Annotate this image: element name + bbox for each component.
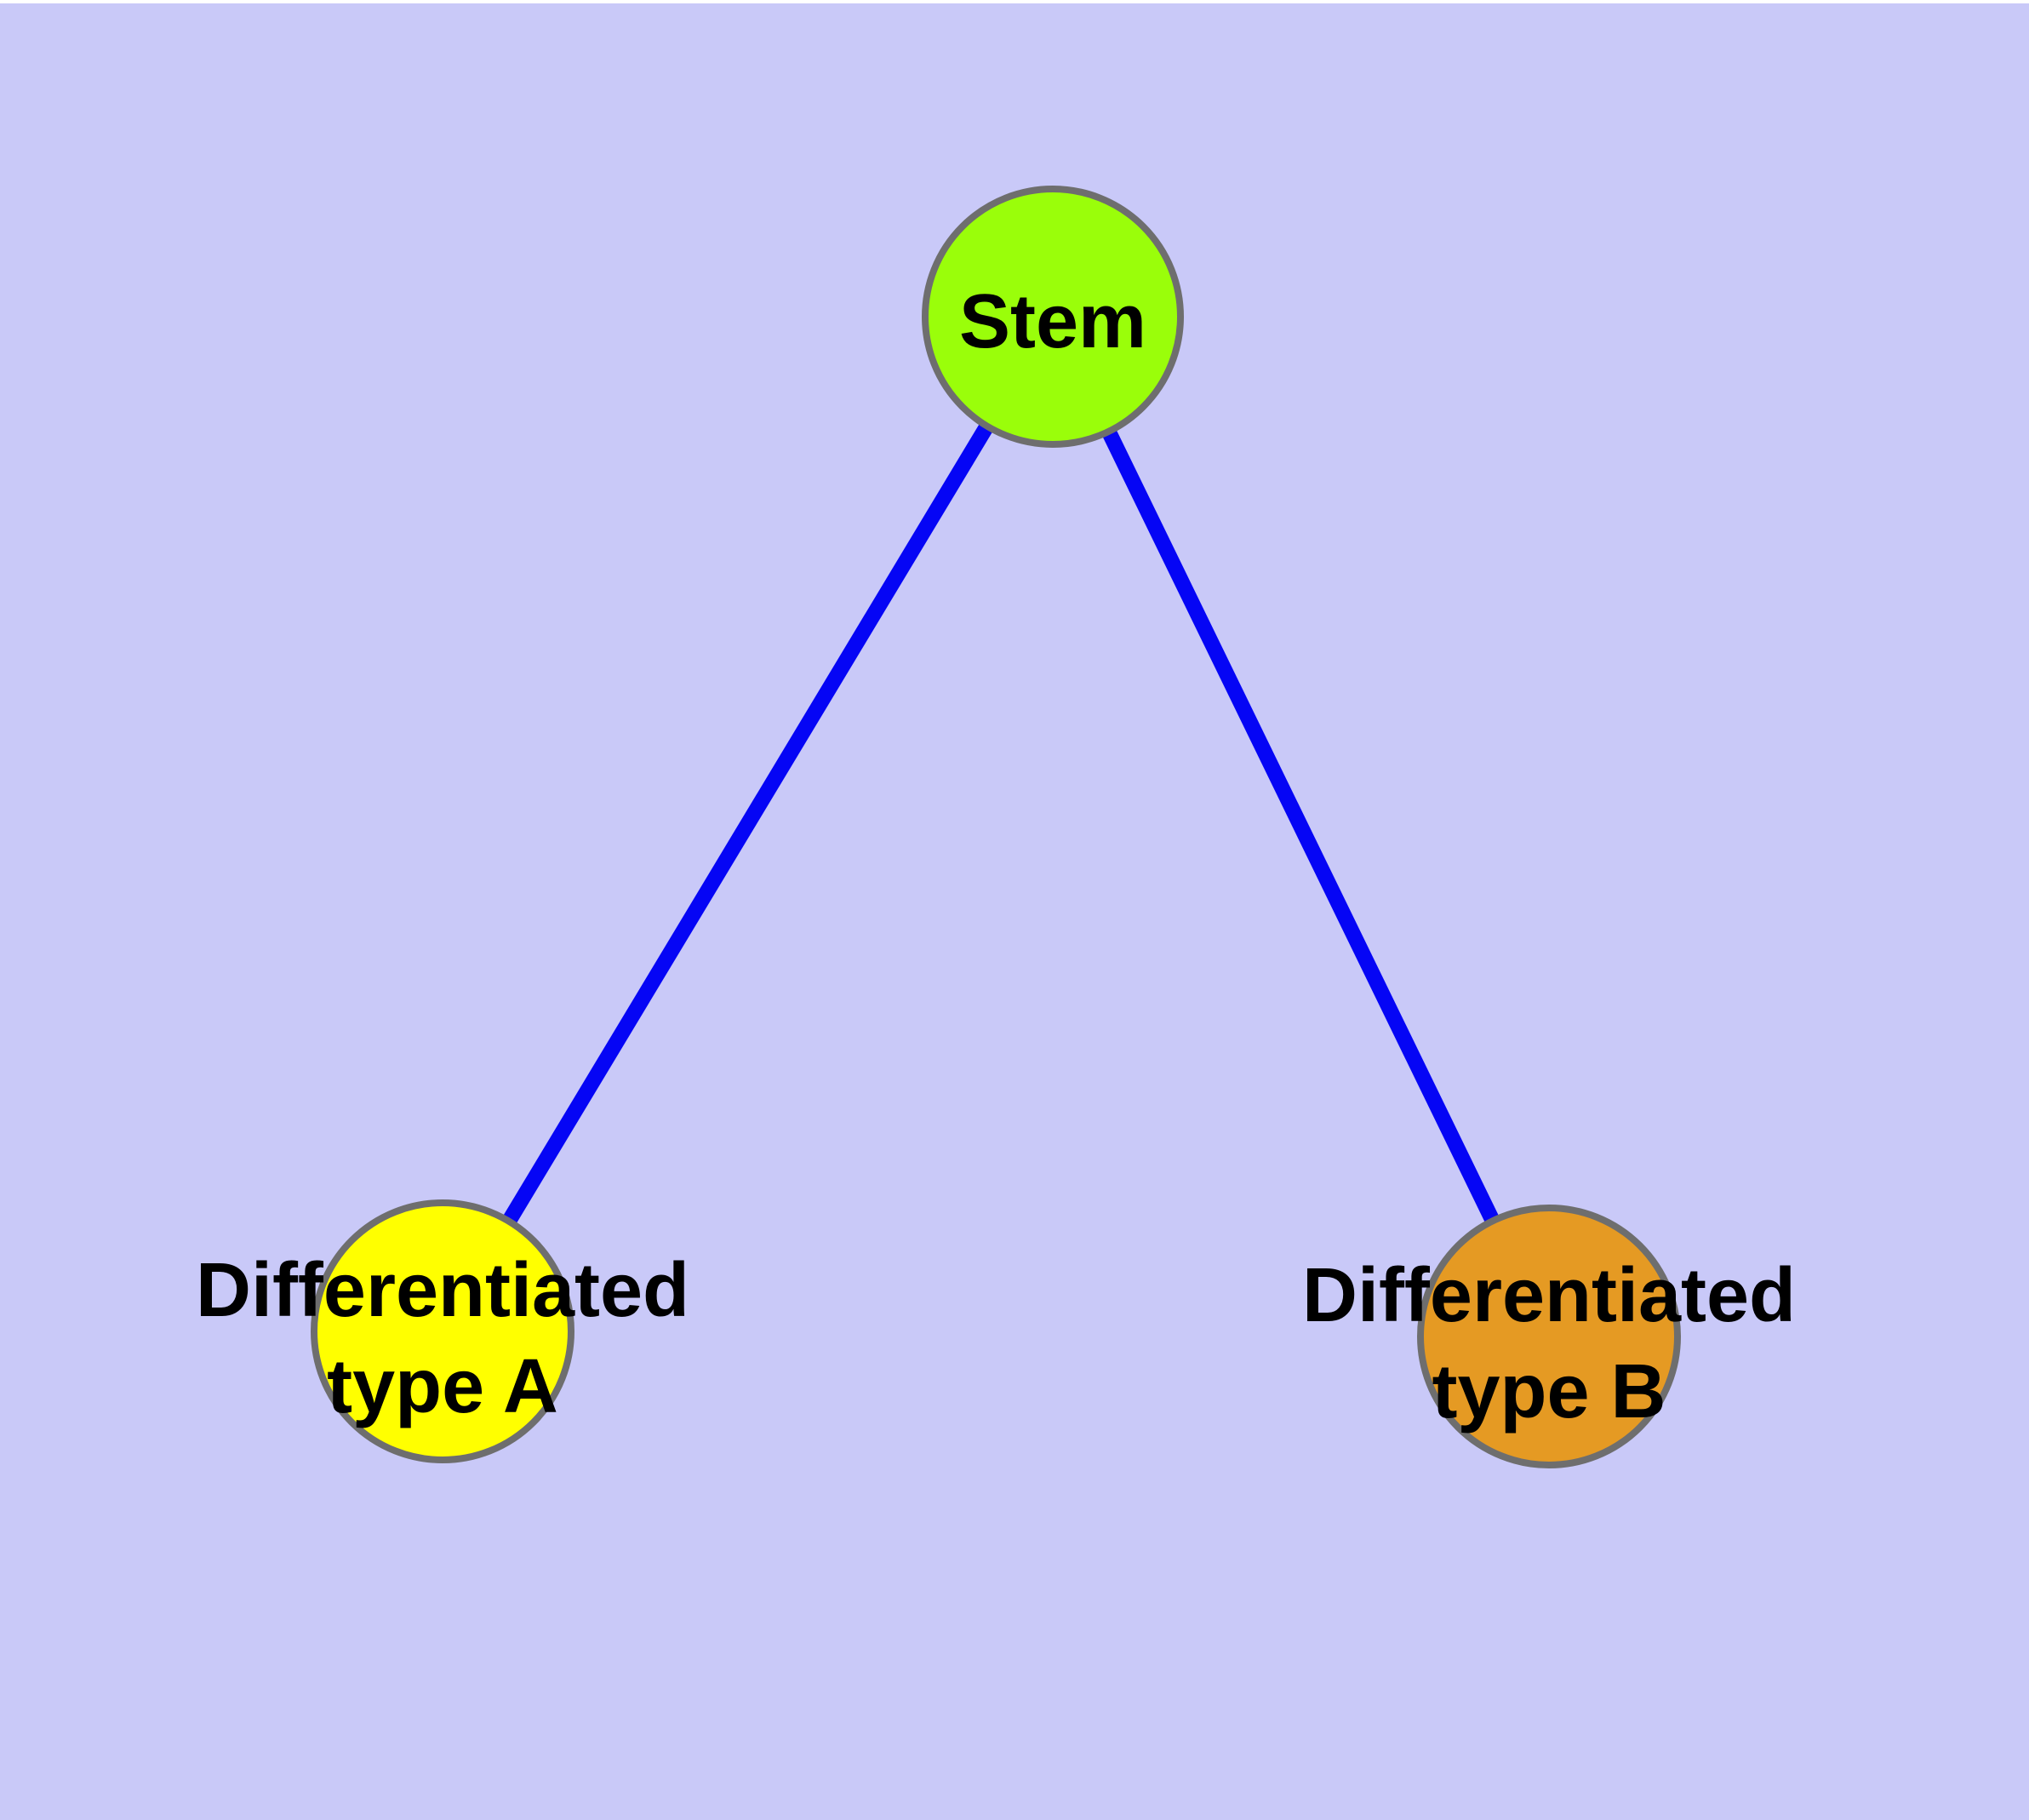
node-differentiated-type-a[interactable] [311,1199,574,1463]
node-type-a-label-line-1: Differentiated [196,1248,689,1333]
node-differentiated-type-b[interactable] [1417,1205,1681,1468]
node-stem-label: Stem [959,279,1146,364]
node-type-b-label-line-1: Differentiated [1302,1253,1796,1338]
node-type-b-label-line-2: type B [1432,1349,1666,1434]
edge-stem-to-type-a [436,312,1060,1336]
edge-stem-to-type-b [1045,313,1557,1340]
edges-layer [436,312,1557,1340]
nodes-layer [311,186,1681,1468]
node-stem[interactable] [922,186,1184,448]
labels-layer: Stem Differentiated type A Differentiate… [196,279,1796,1434]
node-type-a-label-line-2: type A [327,1344,558,1429]
